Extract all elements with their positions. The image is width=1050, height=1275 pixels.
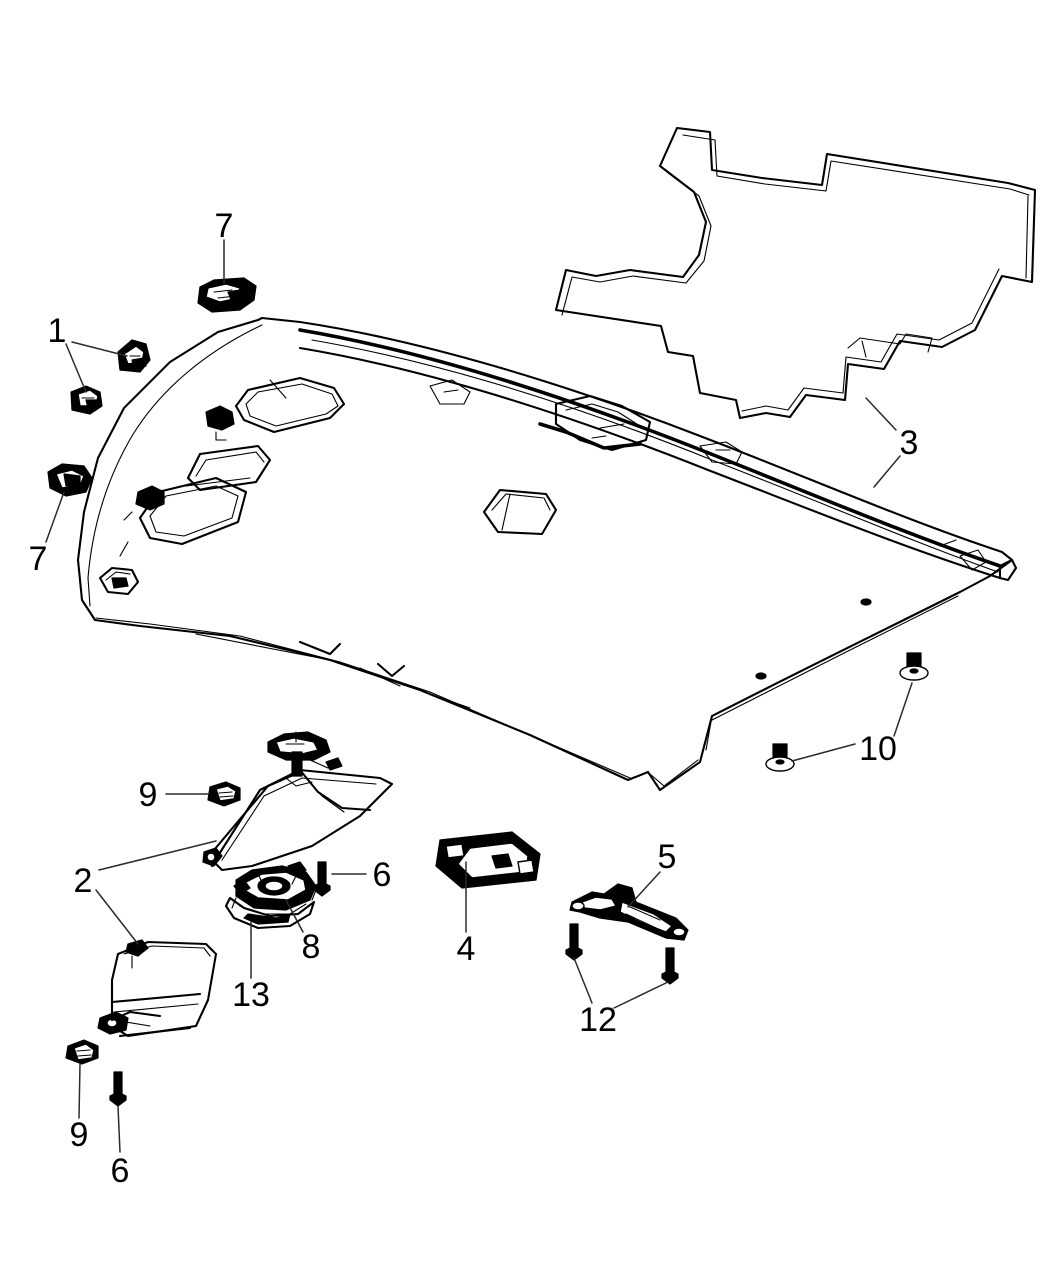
- visor-support-clip-upper: [207, 781, 241, 807]
- retainer-clip-lower: [70, 385, 103, 415]
- push-pin-retainer-left: [765, 743, 795, 772]
- callout-7-lower[interactable]: 7: [29, 540, 48, 578]
- retainer-clip-upper: [117, 339, 151, 373]
- grab-handle-screw-left: [565, 923, 583, 961]
- callout-8[interactable]: 8: [302, 928, 321, 966]
- sun-visor-passenger: [97, 939, 218, 1038]
- overhead-console-bracket: [435, 831, 541, 889]
- callout-5[interactable]: 5: [658, 838, 677, 876]
- leader-lines: [45, 239, 913, 1153]
- screw-upper: [313, 861, 331, 897]
- coat-hook-upper: [197, 277, 257, 313]
- dome-lamp-assembly: [224, 861, 317, 930]
- callout-6-upper[interactable]: 6: [373, 856, 392, 894]
- callout-3[interactable]: 3: [900, 424, 919, 462]
- visor-support-clip-lower: [65, 1039, 99, 1065]
- screw-lower: [109, 1071, 127, 1107]
- callout-1[interactable]: 1: [48, 312, 67, 350]
- headliner-insulation-pad: [554, 126, 1037, 420]
- grab-handle-screw-right: [661, 947, 679, 985]
- callout-13[interactable]: 13: [232, 976, 270, 1014]
- callout-9-lower[interactable]: 9: [70, 1116, 89, 1154]
- callout-4[interactable]: 4: [457, 930, 476, 968]
- callout-10[interactable]: 10: [859, 730, 897, 768]
- callout-9-upper[interactable]: 9: [139, 776, 158, 814]
- coat-hook-lower: [47, 463, 93, 497]
- callout-2[interactable]: 2: [74, 862, 93, 900]
- callout-7-upper[interactable]: 7: [215, 207, 234, 245]
- push-pin-retainer-right: [899, 652, 929, 681]
- callout-6-lower[interactable]: 6: [111, 1152, 130, 1190]
- sun-visor-driver: [202, 731, 394, 872]
- headliner-panel: [76, 316, 1018, 792]
- assist-grab-handle: [569, 883, 689, 941]
- callout-numbers: 7 7 1 3 10 9 2 6 8 13 4 5 12 9 6: [29, 207, 919, 1190]
- callout-12[interactable]: 12: [579, 1001, 617, 1039]
